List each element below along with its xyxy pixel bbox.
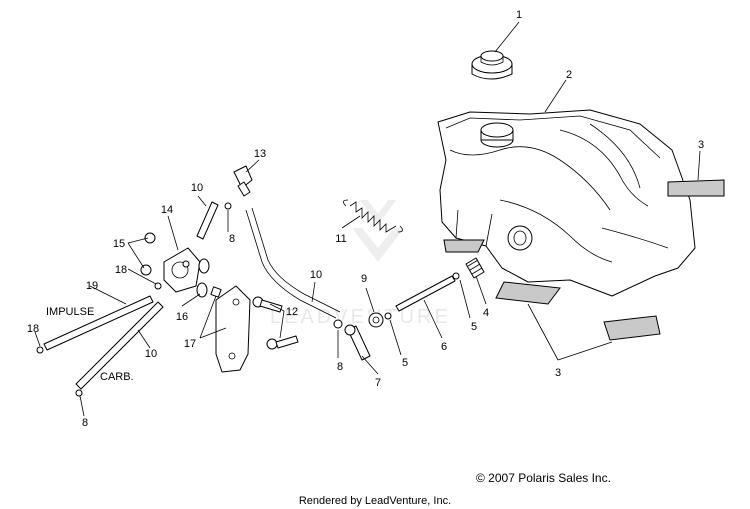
nut-a [144, 232, 156, 244]
carb-label: CARB. [100, 371, 134, 383]
rendered-by: Rendered by LeadVenture, Inc. [299, 495, 451, 507]
bolt-a [252, 296, 283, 313]
callout-14: 14 [161, 204, 173, 216]
callout-10-upper: 10 [191, 182, 203, 194]
clamp-f [36, 346, 44, 354]
elbow-fitting [344, 324, 371, 361]
callout-1: 1 [516, 9, 522, 21]
fuel-line [395, 275, 456, 312]
callout-10-middle: 10 [310, 269, 322, 281]
fitting [465, 257, 485, 279]
pump-grommet-b [196, 282, 208, 298]
callout-8-lower: 8 [82, 417, 88, 429]
clamp-e [75, 389, 83, 397]
clamp-d [224, 202, 232, 210]
callout-18-upper: 18 [115, 264, 127, 276]
foam-pads [443, 179, 725, 341]
fuel-tank [437, 109, 696, 297]
hose-carb [75, 301, 164, 390]
callout-8-upper: 8 [229, 233, 235, 245]
callout-5-upper: 5 [471, 321, 477, 333]
impulse-label: IMPULSE [46, 306, 94, 318]
callout-12: 12 [286, 306, 298, 318]
nut-b [140, 264, 152, 276]
clamp-g [154, 282, 162, 290]
hose-short [196, 201, 219, 240]
spring [343, 199, 403, 233]
watermark: LEADVENTURE [270, 200, 451, 328]
callout-13: 13 [254, 148, 266, 160]
callout-15: 15 [113, 238, 125, 250]
callout-3-top: 3 [698, 139, 704, 151]
callout-6: 6 [441, 341, 447, 353]
mounting-bracket [215, 285, 251, 373]
callout-16: 16 [176, 311, 188, 323]
clamp-b [384, 312, 392, 320]
callout-7: 7 [375, 377, 381, 389]
impulse-hose [43, 295, 154, 351]
leader-lines [34, 21, 701, 417]
watermark-text: LEADVENTURE [270, 306, 451, 328]
callout-18-lower: 18 [27, 323, 39, 335]
callout-8-middle: 8 [337, 361, 343, 373]
callout-9: 9 [361, 273, 367, 285]
callout-19: 19 [86, 280, 98, 292]
callout-11: 11 [335, 233, 346, 245]
mount-nut-a [210, 286, 222, 298]
callout-5-lower: 5 [402, 357, 408, 369]
callout-17: 17 [184, 338, 196, 350]
valve [233, 165, 253, 197]
grommet [368, 312, 384, 328]
fuel-pump [163, 247, 201, 293]
hose-curved [245, 207, 341, 319]
callout-3-bottom: 3 [555, 367, 561, 379]
copyright: © 2007 Polaris Sales Inc. [476, 471, 611, 485]
bolt-b [266, 335, 299, 350]
clamp-c [333, 319, 343, 329]
callout-2: 2 [566, 69, 572, 81]
callout-4: 4 [483, 307, 489, 319]
pump-grommet-a [198, 258, 210, 274]
callout-10-lower: 10 [145, 348, 157, 360]
clamp-a [452, 272, 460, 280]
fuel-cap [471, 50, 513, 80]
